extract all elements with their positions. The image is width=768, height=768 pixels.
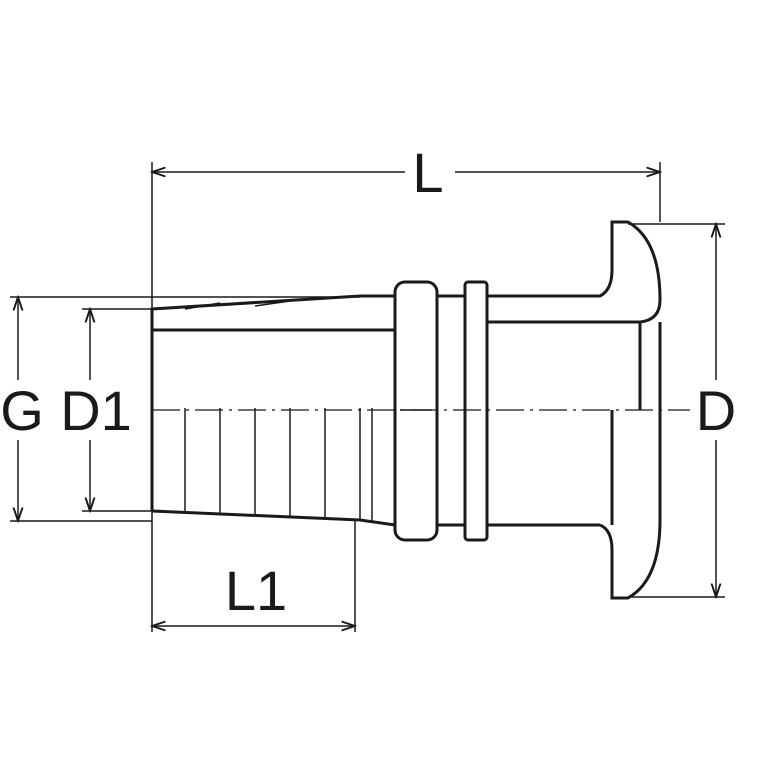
label-d: D — [696, 379, 736, 442]
dimension-l: L — [152, 141, 660, 632]
flange — [599, 322, 662, 600]
washer — [463, 280, 489, 542]
label-d1: D1 — [60, 379, 132, 442]
hose-tail — [150, 300, 396, 527]
label-l: L — [412, 141, 443, 204]
label-l1: L1 — [225, 559, 287, 622]
dimension-l1: L1 — [152, 520, 355, 632]
wall-section — [150, 294, 397, 332]
label-g: G — [0, 379, 44, 442]
dimension-d1: D1 — [60, 309, 152, 511]
dimension-d: D — [628, 224, 736, 597]
flange-section — [485, 220, 662, 324]
nut — [393, 280, 439, 542]
dimension-g: G — [0, 297, 360, 521]
